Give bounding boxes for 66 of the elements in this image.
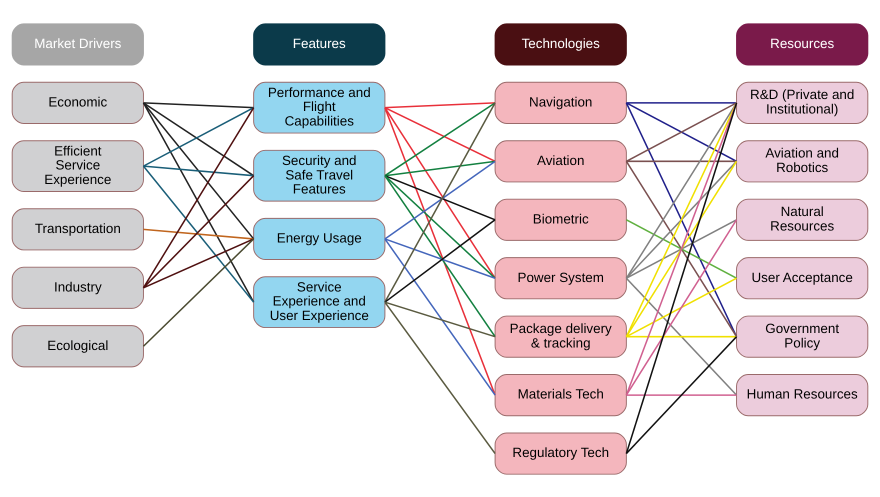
connector: [626, 102, 738, 336]
connector: [384, 160, 496, 176]
node-box: User Acceptance: [736, 256, 868, 299]
node-box: Aviation and Robotics: [736, 140, 868, 182]
connector: [626, 277, 738, 396]
connector: [384, 174, 496, 278]
connector: [384, 174, 496, 337]
connector: [384, 102, 496, 176]
node-box: Regulatory Tech: [494, 432, 627, 474]
connector: [142, 174, 254, 288]
connector: [384, 106, 496, 162]
node-box: Transportation: [12, 208, 144, 250]
node-box: Ecological: [12, 324, 144, 367]
connector: [384, 238, 496, 278]
connector: [142, 238, 254, 346]
connector: [626, 160, 738, 337]
node-box: Security and Safe Travel Features: [253, 149, 386, 202]
node-box: Biometric: [494, 198, 627, 240]
connector: [384, 218, 496, 302]
connector: [384, 102, 496, 108]
node-box: Package delivery & tracking: [494, 315, 627, 358]
connector: [626, 336, 738, 454]
node-box: Aviation: [494, 140, 627, 182]
connector: [626, 335, 737, 337]
node-box: Human Resources: [736, 374, 868, 416]
connector: [143, 164, 254, 176]
connector: [626, 218, 738, 396]
node-box: Features: [253, 22, 386, 66]
node-box: Service Experience and User Experience: [253, 276, 386, 328]
node-box: R&D (Private and Institutional): [736, 81, 868, 124]
node-box: Market Drivers: [12, 22, 144, 66]
node-box: Economic: [12, 81, 144, 124]
connector: [384, 300, 496, 337]
connector: [626, 277, 737, 337]
connector: [384, 238, 496, 396]
connector: [626, 102, 737, 104]
connector: [142, 102, 254, 239]
connector: [626, 102, 738, 395]
node-box: Navigation: [494, 81, 627, 124]
connector: [384, 160, 496, 240]
node-box: Performance and Flight Capabilities: [253, 81, 386, 134]
connector: [626, 102, 737, 162]
node-box: Government Policy: [736, 315, 868, 358]
connector: [143, 106, 254, 166]
node-box: Resources: [736, 22, 868, 66]
connector: [626, 160, 737, 162]
connector: [142, 165, 254, 302]
node-box: Efficient Service Experience: [12, 140, 144, 192]
node-box: Technologies: [494, 22, 627, 66]
connector: [384, 106, 496, 395]
node-box: Power System: [494, 256, 627, 299]
connector: [626, 102, 738, 454]
connector: [384, 301, 496, 454]
connector: [143, 238, 254, 288]
node-box: Industry: [12, 266, 144, 308]
connector: [143, 228, 254, 240]
connector: [143, 102, 254, 108]
connector: [626, 218, 737, 278]
connector: [626, 102, 738, 278]
connector: [143, 102, 254, 176]
connector: [626, 160, 738, 278]
connector: [384, 174, 496, 220]
node-box: Materials Tech: [494, 374, 627, 416]
node-box: Natural Resources: [736, 198, 868, 240]
connector: [626, 394, 737, 396]
node-box: Energy Usage: [253, 217, 386, 260]
